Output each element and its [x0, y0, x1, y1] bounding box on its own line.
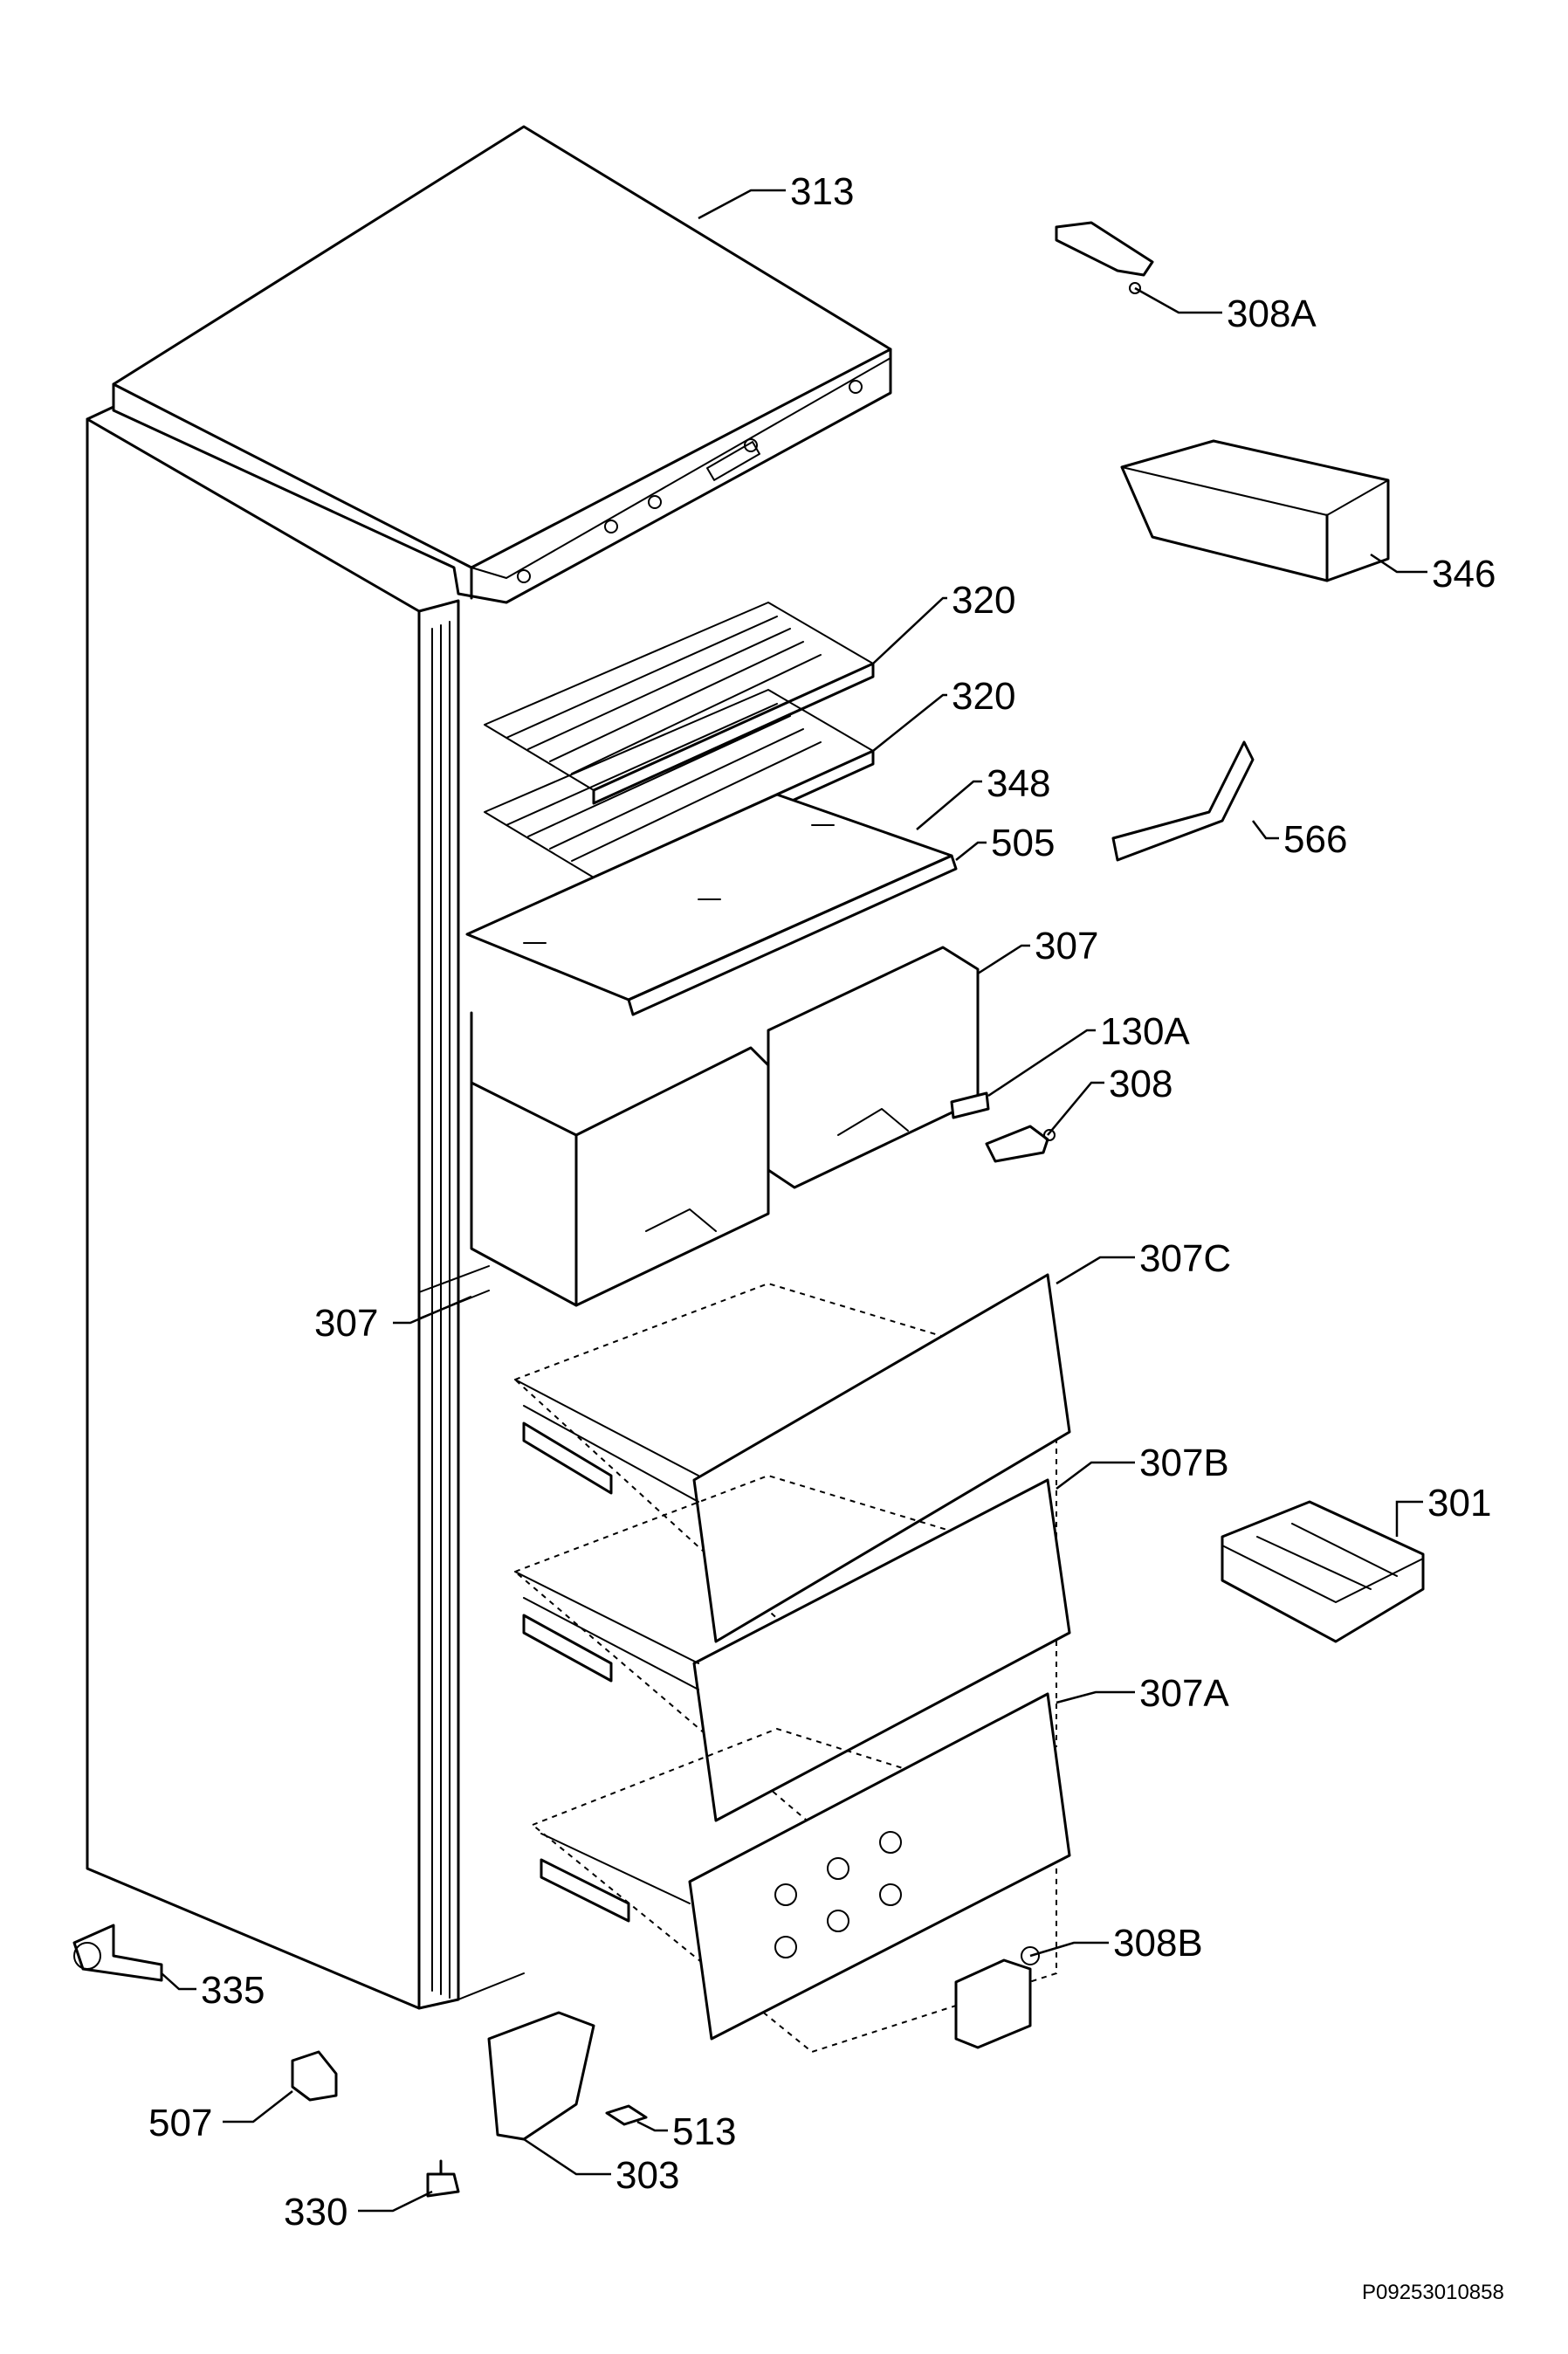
label-307-right: 307	[1035, 925, 1098, 967]
label-320-upper: 320	[952, 579, 1015, 622]
label-505: 505	[991, 822, 1055, 864]
door-bin-part	[1120, 439, 1390, 582]
label-130a: 130A	[1100, 1010, 1190, 1053]
top-cover	[112, 125, 892, 604]
label-308: 308	[1109, 1063, 1173, 1105]
label-507: 507	[148, 2102, 212, 2144]
kickplate-part	[487, 2011, 595, 2141]
label-307-left: 307	[314, 1302, 378, 1345]
hinge-top-part	[1055, 221, 1154, 294]
label-335: 335	[201, 1969, 265, 2012]
label-307a: 307A	[1139, 1672, 1229, 1715]
hinge-middle-part	[985, 1125, 1056, 1163]
freezer-drawer-middle	[513, 1474, 1071, 1827]
label-566: 566	[1283, 818, 1347, 861]
ice-tray-part	[1221, 1500, 1425, 1643]
glass-shelf	[465, 793, 958, 1016]
freezer-drawer-top	[513, 1273, 1071, 1652]
label-346: 346	[1432, 553, 1496, 595]
crisper-drawer-left	[470, 1011, 770, 1307]
freezer-drawer-bottom	[531, 1692, 1071, 2054]
label-313: 313	[790, 170, 854, 213]
foot-part	[72, 1924, 163, 1982]
label-307b: 307B	[1139, 1442, 1229, 1484]
label-308b: 308B	[1113, 1922, 1203, 1965]
crisper-drawer-right	[767, 946, 980, 1189]
label-307c: 307C	[1139, 1237, 1231, 1280]
bolt-part	[426, 2159, 460, 2198]
document-code: P09253010858	[1362, 2281, 1504, 2304]
label-513: 513	[672, 2110, 736, 2153]
clip-part	[291, 2050, 338, 2102]
label-330: 330	[284, 2191, 347, 2234]
leader-lines	[161, 189, 1427, 2213]
small-block-part	[950, 1091, 990, 1119]
small-tab-part	[605, 2104, 648, 2126]
hinge-bottom-part	[954, 1946, 1040, 2049]
label-320-lower: 320	[952, 675, 1015, 718]
wire-shelf-upper	[484, 602, 875, 805]
scoop-part	[1111, 740, 1255, 862]
label-301: 301	[1427, 1482, 1491, 1525]
label-348: 348	[987, 762, 1050, 805]
label-303: 303	[616, 2154, 679, 2197]
label-308a: 308A	[1227, 293, 1317, 335]
cabinet-body	[86, 405, 525, 2010]
